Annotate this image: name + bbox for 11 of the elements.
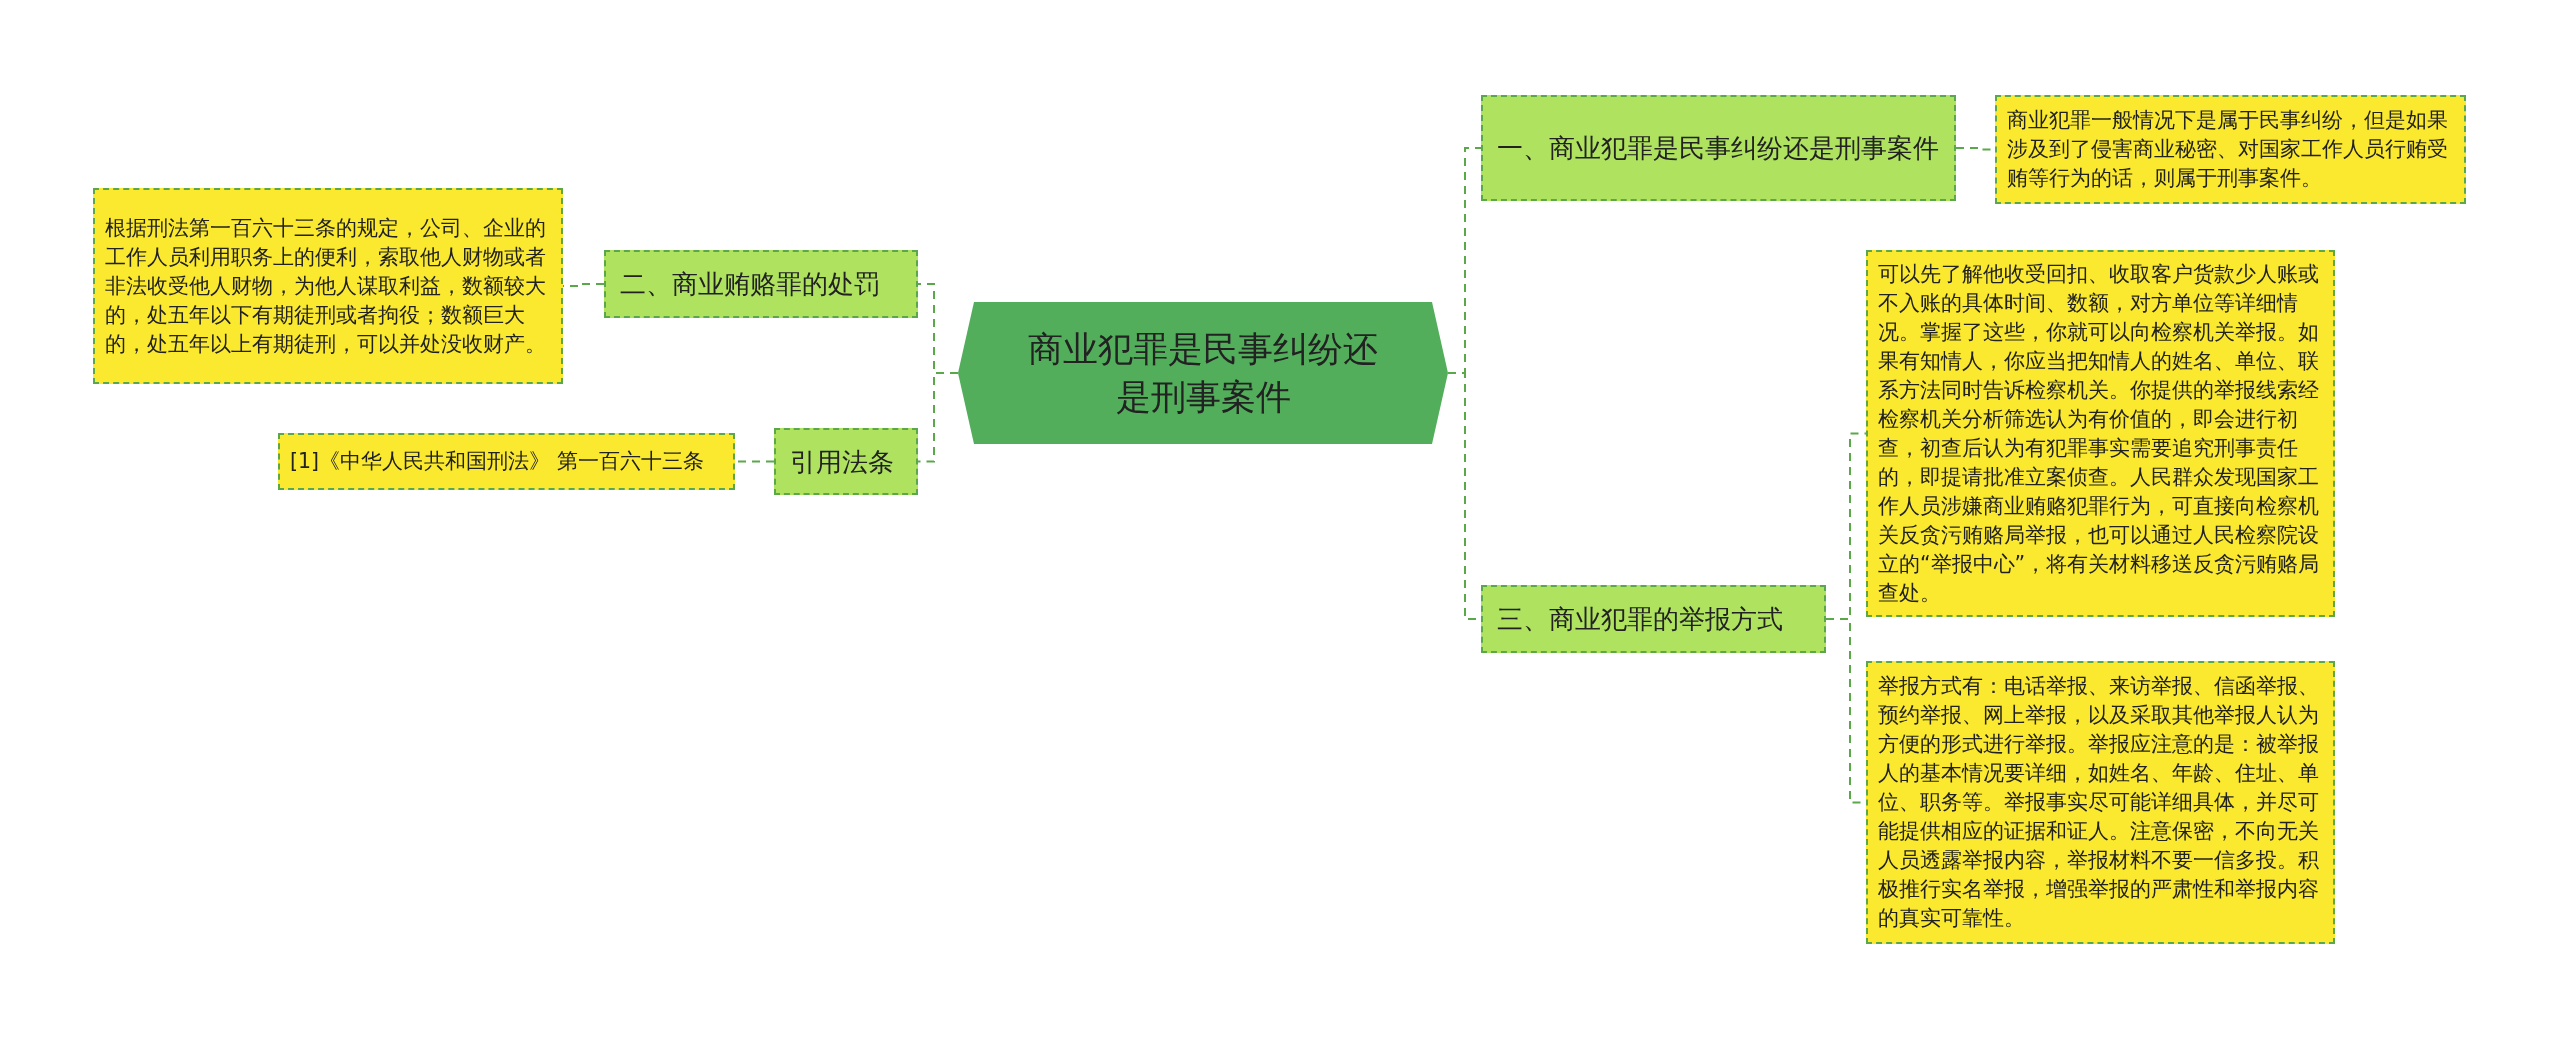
topic-box: 三、商业犯罪的举报方式	[1481, 585, 1826, 653]
topic-box: 二、商业贿赂罪的处罚	[604, 250, 918, 318]
central-topic: 商业犯罪是民事纠纷还是刑事案件	[958, 302, 1448, 444]
note-box: [1]《中华人民共和国刑法》 第一百六十三条	[278, 433, 735, 490]
topic-box: 引用法条	[774, 428, 918, 495]
note-box: 根据刑法第一百六十三条的规定，公司、企业的工作人员利用职务上的便利，索取他人财物或者非法收受他人财物，为他人谋取利益，数额较大的，处五年以下有期徒刑或者拘役；数额巨大的，处五年以上有期徒刑，可以并处没收财产。	[93, 188, 563, 384]
note-box: 可以先了解他收受回扣、收取客户货款少人账或不入账的具体时间、数额，对方单位等详细情况。掌握了这些，你就可以向检察机关举报。如果有知情人，你应当把知情人的姓名、单位、联系方法同时告诉检察机关。你提供的举报线索经检察机关分析筛选认为有价值的，即会进行初查，初查后认为有犯罪事实需要追究刑事责任的，即提请批准立案侦查。人民群众发现国家工作人员涉嫌商业贿赂犯罪行为，可直接向检察机关反贪污贿赂局举报，也可以通过人民检察院设立的“举报中心”，将有关材料移送反贪污贿赂局查处。	[1866, 250, 2335, 617]
note-box: 举报方式有：电话举报、来访举报、信函举报、预约举报、网上举报，以及采取其他举报人认为方便的形式进行举报。举报应注意的是：被举报人的基本情况要详细，如姓名、年龄、住址、单位、职务等。举报事实尽可能详细具体，并尽可能提供相应的证据和证人。注意保密，不向无关人员透露举报内容，举报材料不要一信多投。积极推行实名举报，增强举报的严肃性和举报内容的真实可靠性。	[1866, 661, 2335, 944]
topic-box: 一、商业犯罪是民事纠纷还是刑事案件	[1481, 95, 1956, 201]
note-box: 商业犯罪一般情况下是属于民事纠纷，但是如果涉及到了侵害商业秘密、对国家工作人员行贿受贿等行为的话，则属于刑事案件。	[1995, 95, 2466, 204]
connector-line	[917, 372, 959, 463]
